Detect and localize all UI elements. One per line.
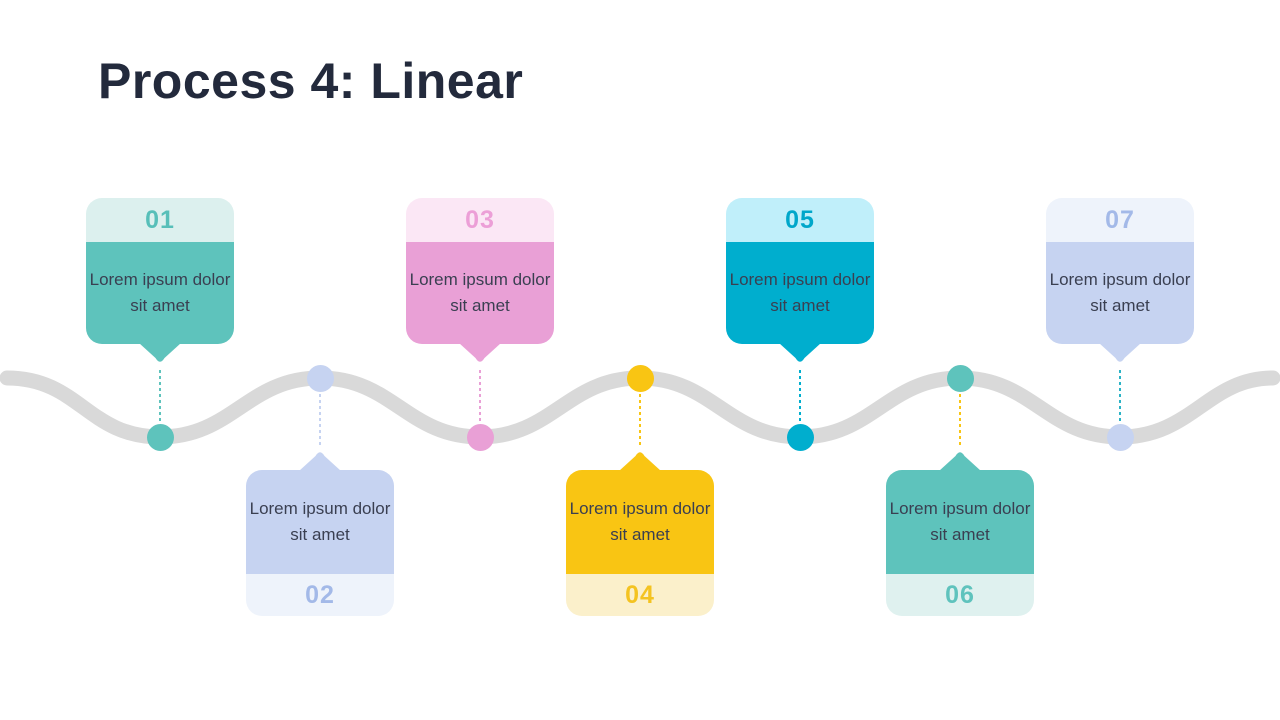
dotted-connector <box>479 370 481 424</box>
step-card: Lorem ipsum dolor sit amet 06 <box>886 470 1034 616</box>
callout-pointer-down <box>139 343 181 362</box>
step-label: Lorem ipsum dolor sit amet <box>886 470 1034 574</box>
step-number-text: 02 <box>305 580 335 609</box>
step-number-text: 05 <box>785 205 815 234</box>
step-number-text: 07 <box>1105 205 1135 234</box>
timeline-dot <box>1106 424 1134 451</box>
step-label-text: Lorem ipsum dolor sit amet <box>569 499 711 544</box>
step-number-text: 03 <box>465 205 495 234</box>
timeline-dot <box>146 424 174 451</box>
step-label-text: Lorem ipsum dolor sit amet <box>729 270 871 315</box>
step-card: 07 Lorem ipsum dolor sit amet <box>1046 198 1194 344</box>
step-03: 03 Lorem ipsum dolor sit amet <box>406 198 554 453</box>
step-07: 07 Lorem ipsum dolor sit amet <box>1046 198 1194 453</box>
page-title: Process 4: Linear <box>98 53 524 109</box>
dotted-connector <box>319 394 321 447</box>
step-label: Lorem ipsum dolor sit amet <box>1046 242 1194 344</box>
step-label: Lorem ipsum dolor sit amet <box>246 470 394 574</box>
step-label-text: Lorem ipsum dolor sit amet <box>1049 270 1191 315</box>
step-04: Lorem ipsum dolor sit amet 04 <box>566 365 714 617</box>
callout-pointer-down <box>459 343 501 362</box>
step-number: 07 <box>1046 198 1194 242</box>
step-label-text: Lorem ipsum dolor sit amet <box>89 270 231 315</box>
callout-pointer-up <box>299 452 341 471</box>
step-number: 06 <box>886 574 1034 616</box>
step-number: 03 <box>406 198 554 242</box>
step-number-text: 01 <box>145 205 175 234</box>
callout-pointer-down <box>779 343 821 362</box>
step-card: 05 Lorem ipsum dolor sit amet <box>726 198 874 344</box>
step-05: 05 Lorem ipsum dolor sit amet <box>726 198 874 453</box>
timeline-dot <box>306 365 334 392</box>
timeline-dot <box>626 365 654 392</box>
step-card: Lorem ipsum dolor sit amet 04 <box>566 470 714 616</box>
step-number: 01 <box>86 198 234 242</box>
timeline-dot <box>946 365 974 392</box>
step-label: Lorem ipsum dolor sit amet <box>406 242 554 344</box>
step-label: Lorem ipsum dolor sit amet <box>566 470 714 574</box>
step-number: 04 <box>566 574 714 616</box>
step-01: 01 Lorem ipsum dolor sit amet <box>86 198 234 453</box>
step-label-text: Lorem ipsum dolor sit amet <box>409 270 551 315</box>
dotted-connector <box>959 394 961 447</box>
step-label-text: Lorem ipsum dolor sit amet <box>249 499 391 544</box>
step-06: Lorem ipsum dolor sit amet 06 <box>886 365 1034 617</box>
step-card: Lorem ipsum dolor sit amet 02 <box>246 470 394 616</box>
step-card: 01 Lorem ipsum dolor sit amet <box>86 198 234 344</box>
step-number-text: 06 <box>945 580 975 609</box>
timeline-dot <box>786 424 814 451</box>
step-label: Lorem ipsum dolor sit amet <box>726 242 874 344</box>
callout-pointer-down <box>1099 343 1141 362</box>
step-number: 05 <box>726 198 874 242</box>
dotted-connector <box>1119 370 1121 424</box>
dotted-connector <box>799 370 801 424</box>
step-card: 03 Lorem ipsum dolor sit amet <box>406 198 554 344</box>
step-number: 02 <box>246 574 394 616</box>
timeline-dot <box>466 424 494 451</box>
step-02: Lorem ipsum dolor sit amet 02 <box>246 365 394 617</box>
step-label-text: Lorem ipsum dolor sit amet <box>889 499 1031 544</box>
dotted-connector <box>159 370 161 424</box>
step-label: Lorem ipsum dolor sit amet <box>86 242 234 344</box>
dotted-connector <box>639 394 641 447</box>
step-number-text: 04 <box>625 580 655 609</box>
callout-pointer-up <box>619 452 661 471</box>
callout-pointer-up <box>939 452 981 471</box>
